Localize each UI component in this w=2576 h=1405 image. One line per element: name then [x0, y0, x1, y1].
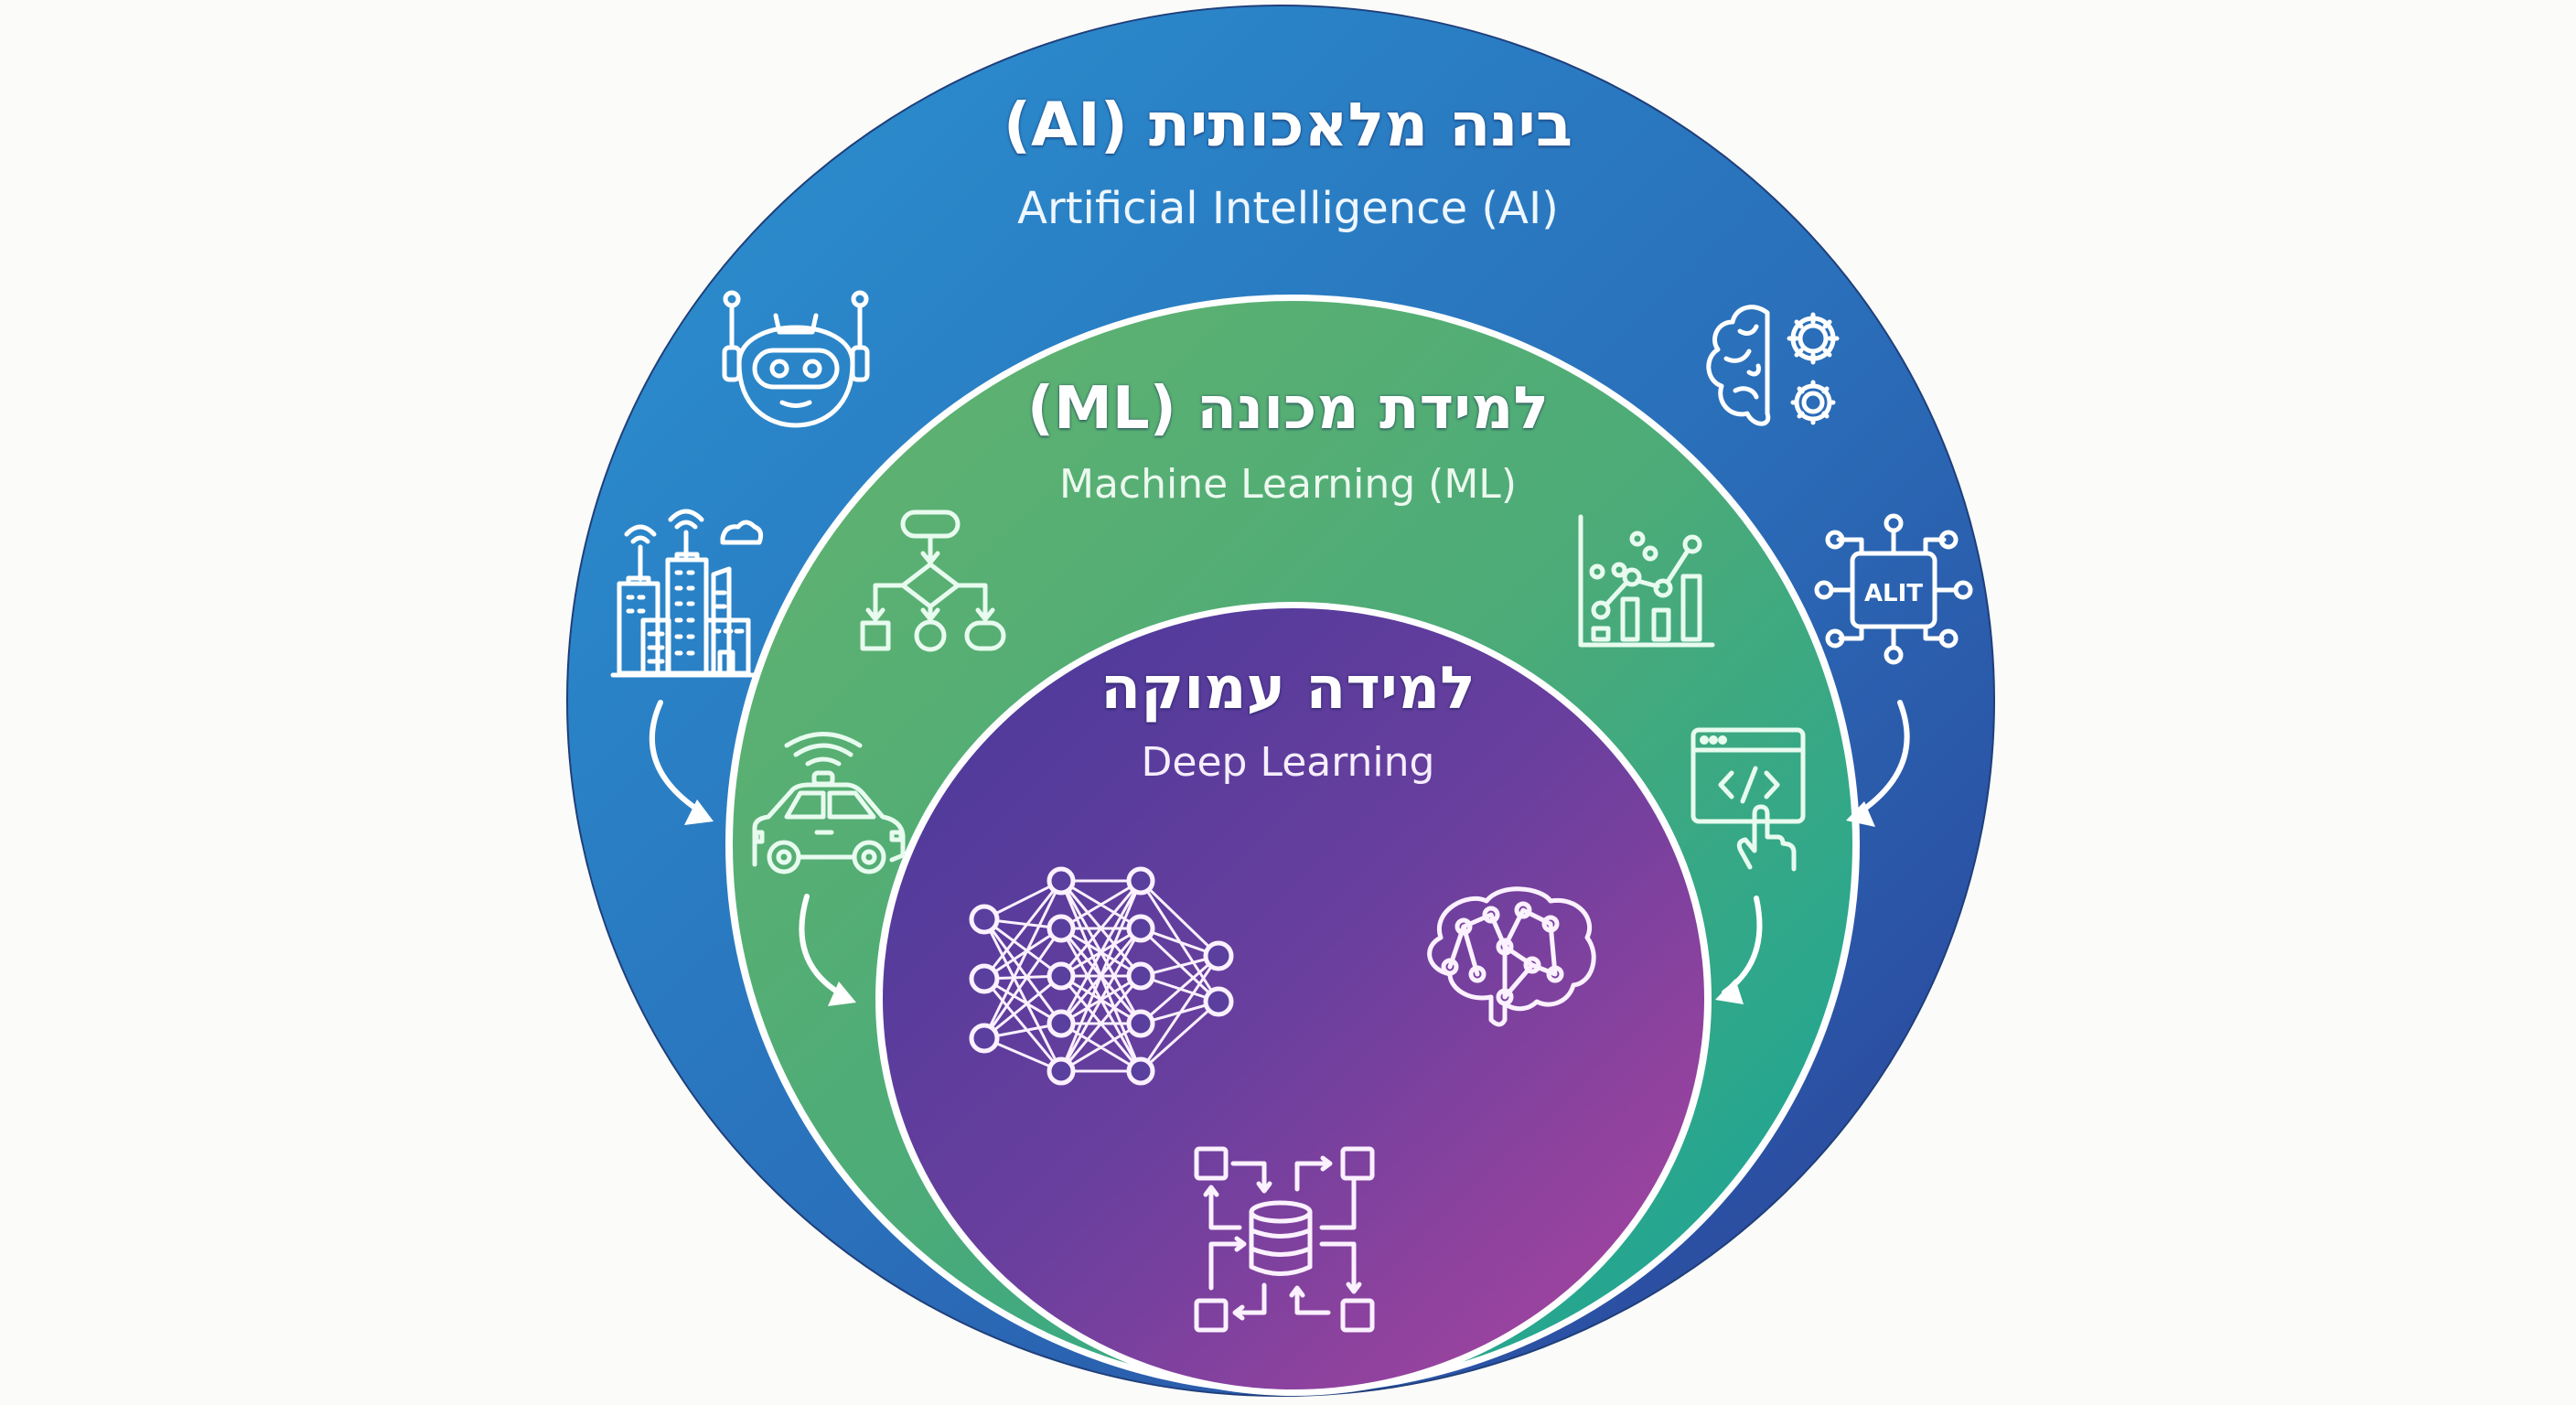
robot-head-icon — [722, 290, 870, 428]
ml-title-hebrew: למידת מכונה (ML) — [1026, 375, 1550, 443]
arrow-ai-to-ml-left — [649, 700, 714, 825]
dl-circle — [883, 608, 1704, 1389]
ml-title-english: Machine Learning (ML) — [1059, 461, 1517, 508]
arrow-ai-to-ml-right — [1846, 700, 1910, 827]
smart-city-icon — [610, 509, 764, 678]
arrow-ml-to-dl-right — [1715, 896, 1763, 1004]
code-window-click-icon — [1690, 727, 1806, 872]
dl-title-english: Deep Learning — [1141, 739, 1435, 786]
nn-nodes — [969, 866, 1234, 1086]
chip-label: ALIT — [1864, 580, 1923, 607]
dl-title-hebrew: למידה עמוקה — [1100, 655, 1476, 723]
ai-chip-icon: ALIT — [1814, 513, 1973, 665]
ai-title-hebrew: בינה מלאכותית (AI) — [1003, 90, 1573, 160]
autonomous-car-icon — [752, 732, 906, 874]
nn-edges — [982, 879, 1220, 1073]
brain-gears-icon — [1706, 305, 1840, 426]
arrow-ml-to-dl-left — [799, 894, 856, 1006]
flowchart-icon — [860, 509, 1006, 652]
database-flow-icon — [1194, 1146, 1375, 1333]
neural-network-icon — [969, 866, 1234, 1086]
scatter-trend-chart-icon — [1578, 514, 1715, 648]
brain-network-icon — [1427, 886, 1596, 1027]
ai-title-english: Artificial Intelligence (AI) — [1017, 183, 1559, 234]
